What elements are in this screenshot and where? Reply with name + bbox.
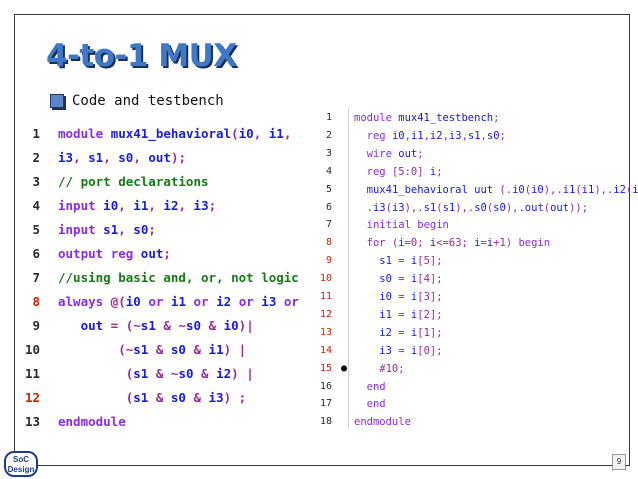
code-line: s0 = i[4];: [379, 273, 443, 286]
line-number: 7: [32, 270, 40, 285]
line-number: 4: [32, 198, 40, 213]
code-line: endmodule: [58, 414, 126, 429]
code-line: i2 = i[1];: [379, 326, 443, 339]
code-line: mux41_behavioral uut (.i0(i0),.i1(i1),.i…: [366, 183, 638, 196]
code-line: input i0, i1, i2, i3;: [58, 198, 217, 213]
line-number: 15: [319, 362, 332, 374]
line-number: 12: [24, 390, 40, 405]
line-number: 11: [24, 366, 40, 381]
line-number: 11: [319, 291, 332, 302]
line-number: 10: [319, 273, 332, 285]
line-number: 9: [32, 318, 40, 333]
code-line: end: [366, 380, 386, 393]
code-line: module mux41_behavioral(i0, i1, i2,: [58, 126, 321, 141]
code-line: i1 = i[2];: [379, 308, 443, 321]
line-number: 13: [319, 326, 332, 338]
line-number: 5: [325, 183, 332, 195]
code-line: out = (~s1 & ~s0 & i0)|: [80, 318, 254, 333]
code-line: (s1 & s0 & i3) ;: [58, 390, 247, 405]
code-line: input s1, s0;: [58, 222, 156, 237]
line-number: 2: [325, 129, 332, 141]
line-number: 17: [319, 398, 332, 410]
code-line: for (i=0; i<=63; i=i+1) begin: [366, 237, 551, 250]
code-panel-testbench: 1 module mux41_testbench; 2 reg i0,i1,i2,i…: [300, 104, 638, 429]
code-line: reg i0,i1,i2,i3,s1,s0;: [366, 129, 506, 142]
bullet-text: Code and testbench: [72, 93, 224, 109]
line-number: 9: [325, 255, 332, 267]
code-panel-behavioral: 1 module mux41_behavioral(i0, i1, i2, 2 i3,…: [22, 120, 382, 438]
code-line: module mux41_testbench;: [354, 112, 500, 124]
code-line: wire out;: [366, 147, 424, 160]
line-number: 5: [32, 222, 40, 237]
bullet-item: Code and testbench: [50, 93, 224, 109]
line-number: 2: [32, 150, 40, 165]
page-number: 9: [612, 454, 626, 470]
line-number: 1: [325, 112, 332, 123]
soc-design-logo: SoC Design: [4, 451, 38, 477]
line-number: 6: [32, 246, 40, 261]
code-line: i3 = i[0];: [379, 344, 443, 357]
line-number: 8: [325, 237, 332, 249]
code-line: initial begin: [366, 219, 449, 232]
code-line: i0 = i[3];: [379, 291, 443, 303]
code-line: .i3(i3),.s1(s1),.s0(s0),.out(out));: [354, 201, 589, 214]
line-number: 1: [32, 126, 40, 141]
line-number: 8: [32, 294, 40, 309]
code-line: #10;: [354, 362, 405, 375]
square-bullet-icon: [50, 94, 64, 108]
line-number: 18: [319, 416, 332, 428]
line-number: 12: [319, 308, 332, 320]
line-number: 7: [325, 219, 332, 231]
line-number: 16: [319, 380, 332, 392]
gutter-separator: [348, 108, 349, 429]
slide-title: 4-to-1 MUX: [46, 38, 237, 74]
line-number: 3: [325, 147, 332, 159]
code-line: i3, s1, s0, out);: [58, 150, 187, 165]
line-number: 10: [24, 342, 40, 357]
breakpoint-icon: ●: [341, 362, 348, 374]
line-number: 6: [325, 201, 332, 213]
line-number: 14: [319, 344, 332, 356]
code-line: output reg out;: [58, 246, 171, 261]
code-line: (s1 & ~s0 & i2) |: [58, 366, 254, 381]
line-number: 13: [24, 414, 40, 429]
code-line: endmodule: [354, 416, 411, 429]
code-line: (~s1 & s0 & i1) |: [58, 342, 247, 357]
line-number: 3: [32, 174, 40, 189]
code-line: reg [5:0] i;: [366, 165, 443, 178]
code-line: // port declarations: [58, 174, 209, 189]
code-line: end: [366, 398, 386, 411]
code-line: s1 = i[5];: [379, 255, 443, 268]
slide-frame: [14, 14, 630, 466]
line-number: 4: [325, 165, 332, 177]
